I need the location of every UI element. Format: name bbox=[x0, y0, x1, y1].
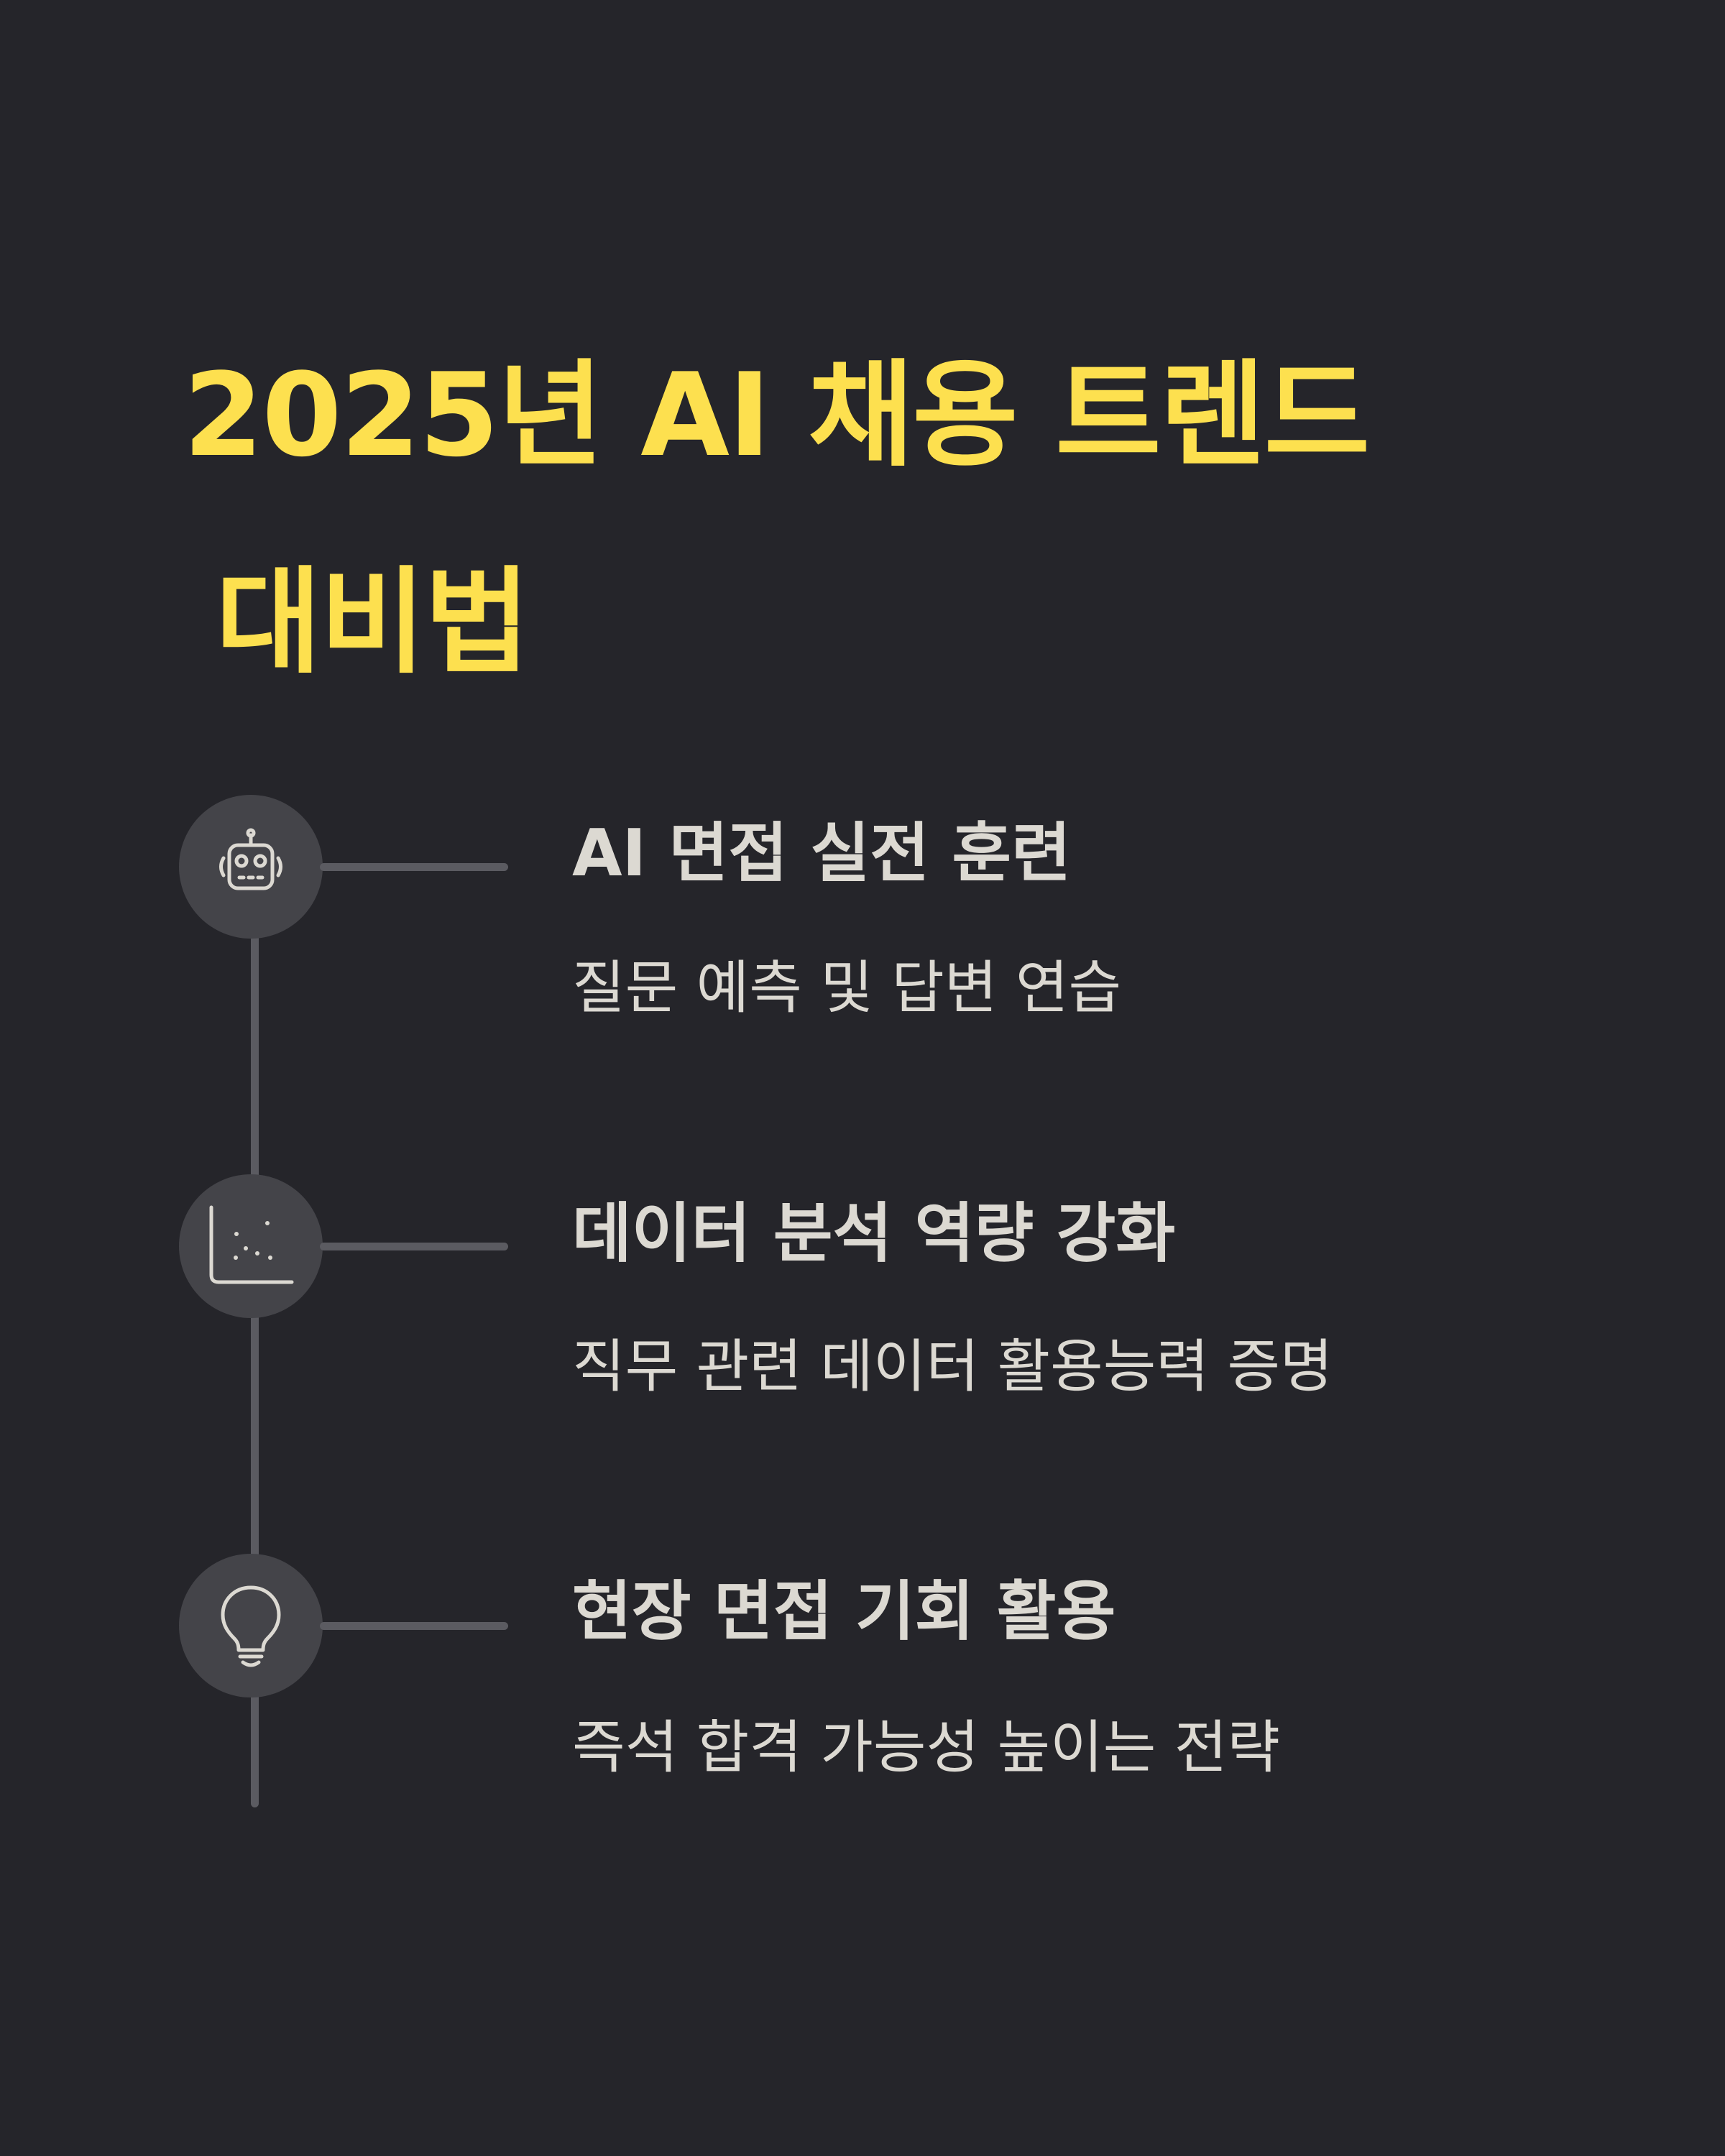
item-description-2: 직무 관련 데이터 활용능력 증명 bbox=[572, 1333, 1333, 1400]
item-title-1: AI 면접 실전 훈련 bbox=[572, 816, 1071, 891]
timeline-connector-2 bbox=[320, 1243, 508, 1250]
lightbulb-icon bbox=[221, 1585, 281, 1667]
timeline-line bbox=[251, 866, 259, 1807]
item-description-1: 질문 예측 및 답변 연습 bbox=[572, 954, 1122, 1021]
timeline-connector-3 bbox=[320, 1622, 508, 1630]
item-description-3: 즉석 합격 가능성 높이는 전략 bbox=[572, 1714, 1280, 1781]
robot-icon bbox=[219, 828, 282, 890]
item-title-2: 데이터 분석 역량 강화 bbox=[572, 1196, 1176, 1271]
timeline-node-3 bbox=[179, 1554, 323, 1697]
scatter-chart-icon bbox=[209, 1205, 294, 1284]
timeline-node-2 bbox=[179, 1174, 323, 1318]
item-title-3: 현장 면접 기회 활용 bbox=[572, 1574, 1116, 1649]
timeline-node-1 bbox=[179, 795, 323, 939]
timeline-connector-1 bbox=[320, 863, 508, 871]
page-subtitle: 대비법 bbox=[216, 555, 530, 689]
page-title: 2025년 AI 채용 트렌드 bbox=[183, 348, 1370, 482]
